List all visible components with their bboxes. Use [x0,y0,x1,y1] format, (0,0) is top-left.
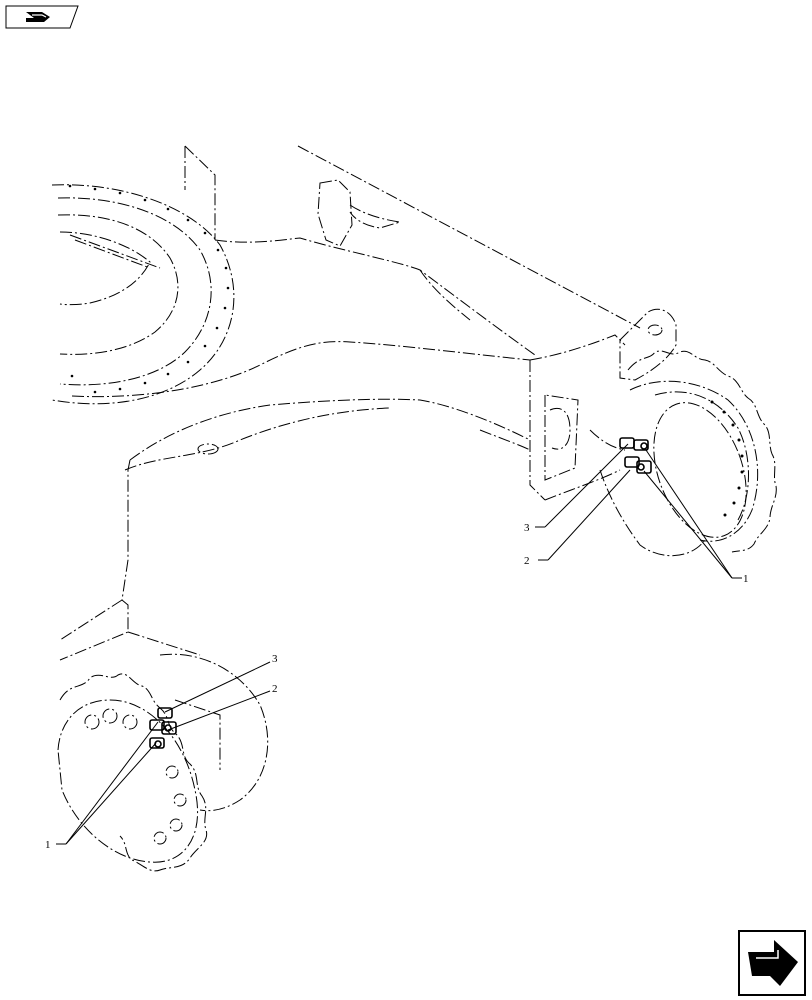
next-page-button[interactable] [738,930,806,996]
leader-lines [56,443,742,845]
callout-3-right: 3 [524,522,530,534]
nav-tab-button[interactable] [5,5,79,29]
next-page-arrow-icon [748,940,798,986]
callout-2-right: 2 [524,555,530,567]
navigation-arrow-icon [26,12,50,22]
undercarriage-frame [51,145,641,661]
right-travel-motor [589,308,777,557]
callout-1-left: 1 [45,839,51,851]
left-travel-motor [57,653,269,872]
callout-3-left: 3 [272,653,278,665]
right-fitting-group [619,437,652,474]
left-fitting-group [149,707,177,749]
callout-1-right: 1 [743,573,749,585]
callout-2-left: 2 [272,683,278,695]
